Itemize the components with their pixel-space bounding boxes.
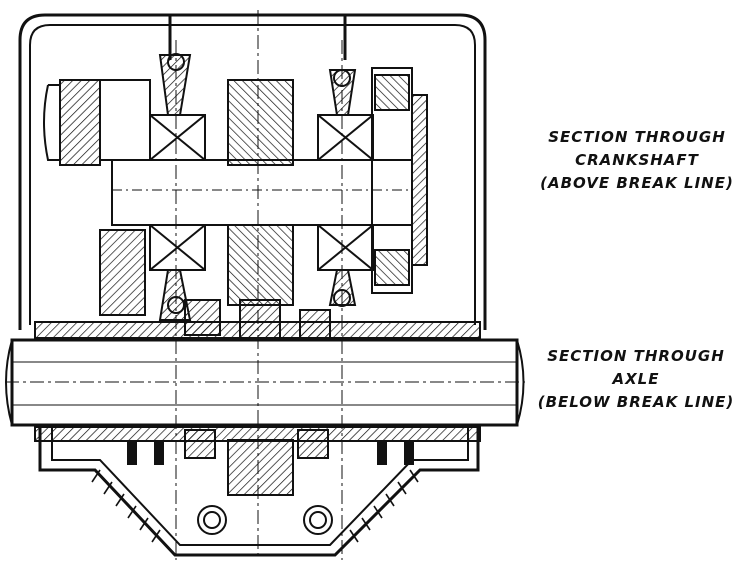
axle-label-line3: (BELOW BREAK LINE): [537, 393, 735, 411]
right-drain-plug: [303, 505, 333, 535]
crankshaft-section-label: SECTION THROUGH CRANKSHAFT (ABOVE BREAK …: [532, 126, 742, 195]
left-bearing: [149, 53, 206, 321]
crankshaft: [111, 159, 413, 226]
sump-fins: [91, 469, 419, 543]
right-bearing: [317, 69, 374, 307]
axle-section-label: SECTION THROUGH AXLE (BELOW BREAK LINE): [530, 345, 742, 414]
axle-label-line1: SECTION THROUGH: [547, 347, 725, 365]
axle-label-line2: AXLE: [612, 370, 660, 388]
crank-label-line3: (ABOVE BREAK LINE): [540, 174, 734, 192]
lower-housing: [38, 425, 480, 557]
upper-housing-inner: [29, 24, 476, 325]
left-drain-plug: [197, 505, 227, 535]
crank-label-line1: SECTION THROUGH: [548, 128, 726, 146]
crank-label-line2: CRANKSHAFT: [575, 151, 699, 169]
center-gear: [227, 79, 294, 166]
upper-housing: [18, 13, 487, 330]
